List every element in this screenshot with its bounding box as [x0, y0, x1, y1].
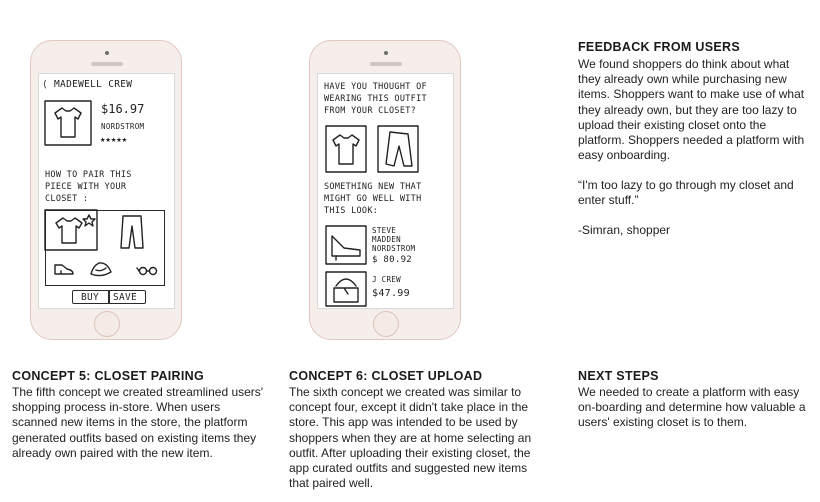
quote-attribution: -Simran, shopper	[578, 223, 671, 237]
sketch-screen-closet-pairing: ⟨ MADEWELL CREW $16.97 NORDSTROM ★★★★★ H…	[38, 73, 175, 309]
item1-store: NORDSTROM	[372, 244, 416, 253]
tshirt-icon	[44, 100, 92, 146]
sketch-screen-closet-upload: HAVE YOU THOUGHT OF WEARING THIS OUTFIT …	[317, 73, 454, 309]
suggest-line-3: THIS LOOK:	[324, 206, 379, 216]
feedback-heading: FEEDBACK FROM USERS	[578, 40, 740, 54]
save-button[interactable]: SAVE	[113, 292, 138, 303]
shoe-icon	[54, 264, 74, 275]
phone-mockup-closet-upload: HAVE YOU THOUGHT OF WEARING THIS OUTFIT …	[309, 40, 461, 340]
item1-brand-line-2: MADDEN	[372, 235, 401, 244]
phone-mockup-closet-pairing: ⟨ MADEWELL CREW $16.97 NORDSTROM ★★★★★ H…	[30, 40, 182, 340]
hat-icon	[90, 262, 112, 277]
pair-prompt-line-1: HOW TO PAIR THIS	[45, 170, 132, 180]
tshirt-icon	[325, 125, 367, 173]
product-rating-stars: ★★★★★	[100, 135, 128, 145]
sunglasses-icon	[136, 266, 158, 276]
item1-brand-line-1: STEVE	[372, 226, 397, 235]
closet-question-line-3: FROM YOUR CLOSET?	[324, 106, 417, 116]
item2-brand: J CREW	[372, 275, 401, 284]
pair-prompt-line-2: PIECE WITH YOUR	[45, 182, 127, 192]
suggest-line-1: SOMETHING NEW THAT	[324, 182, 422, 192]
sketch-header: ⟨ MADEWELL CREW	[42, 79, 133, 90]
phone-home-button	[373, 311, 399, 337]
button-divider	[108, 290, 110, 304]
concept6-heading: CONCEPT 6: CLOSET UPLOAD	[289, 369, 483, 383]
product-price: $16.97	[101, 102, 145, 116]
buy-button[interactable]: BUY	[81, 292, 100, 303]
concept5-heading: CONCEPT 5: CLOSET PAIRING	[12, 369, 205, 383]
phone-camera	[384, 51, 388, 55]
closet-question-line-1: HAVE YOU THOUGHT OF	[324, 82, 427, 92]
next-steps-heading: NEXT STEPS	[578, 369, 659, 383]
pants-icon	[120, 215, 144, 249]
suggest-line-2: MIGHT GO WELL WITH	[324, 194, 422, 204]
phone-camera	[105, 51, 109, 55]
concept6-body: The sixth concept we created was similar…	[289, 385, 532, 491]
next-steps-body: We needed to create a platform with easy…	[578, 385, 806, 430]
bag-icon	[325, 271, 367, 307]
product-store: NORDSTROM	[101, 122, 145, 131]
phone-speaker	[91, 62, 123, 66]
item2-price: $47.99	[372, 288, 410, 299]
tshirt-star-icon	[44, 209, 98, 251]
phone-speaker	[370, 62, 402, 66]
closet-question-line-2: WEARING THIS OUTFIT	[324, 94, 427, 104]
pants-icon	[377, 125, 419, 173]
phone-home-button	[94, 311, 120, 337]
feedback-body: We found shoppers do think about what th…	[578, 57, 805, 163]
concept5-body: The fifth concept we created streamlined…	[12, 385, 264, 460]
heel-shoe-icon	[325, 225, 367, 265]
user-quote: “I'm too lazy to go through my closet an…	[578, 178, 794, 208]
pair-prompt-line-3: CLOSET :	[45, 194, 89, 204]
item1-price: $ 80.92	[372, 255, 413, 265]
